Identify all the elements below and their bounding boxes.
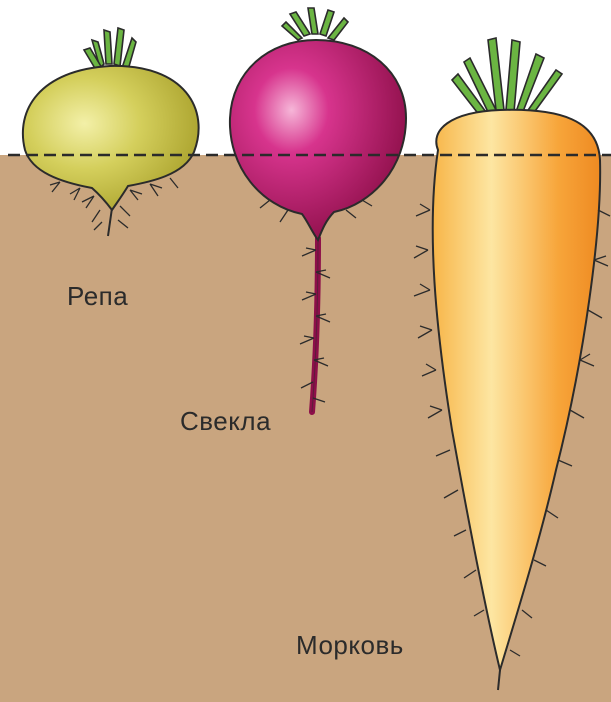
label-turnip: Репа (67, 281, 128, 312)
label-carrot: Морковь (296, 630, 404, 661)
label-beet: Свекла (180, 406, 271, 437)
